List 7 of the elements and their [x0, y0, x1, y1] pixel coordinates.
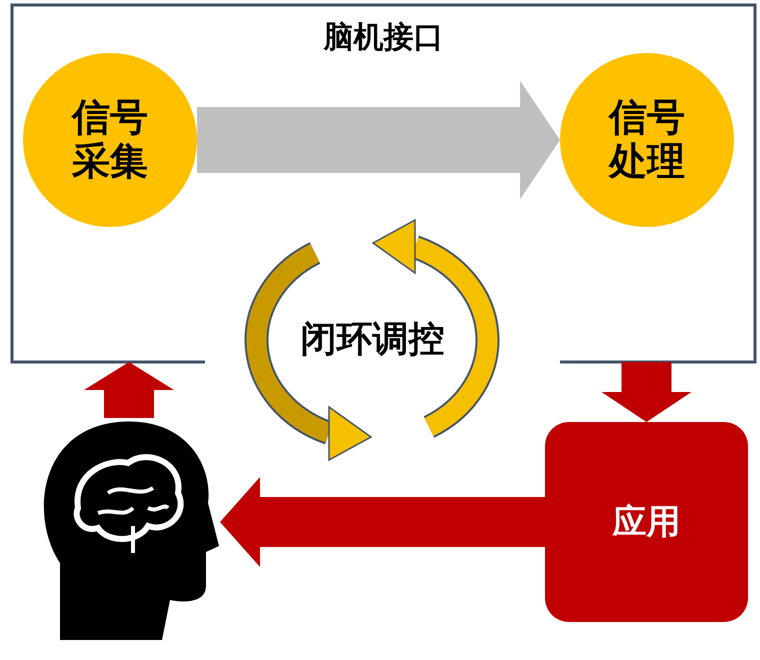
block-arrow	[220, 477, 545, 567]
frame-title: 脑机接口	[322, 23, 444, 53]
block-arrow	[197, 80, 560, 200]
application-box: 应用	[545, 422, 748, 622]
cycle-label: 闭环调控	[300, 322, 446, 358]
block-arrow	[84, 362, 174, 418]
block-arrow	[602, 362, 692, 422]
